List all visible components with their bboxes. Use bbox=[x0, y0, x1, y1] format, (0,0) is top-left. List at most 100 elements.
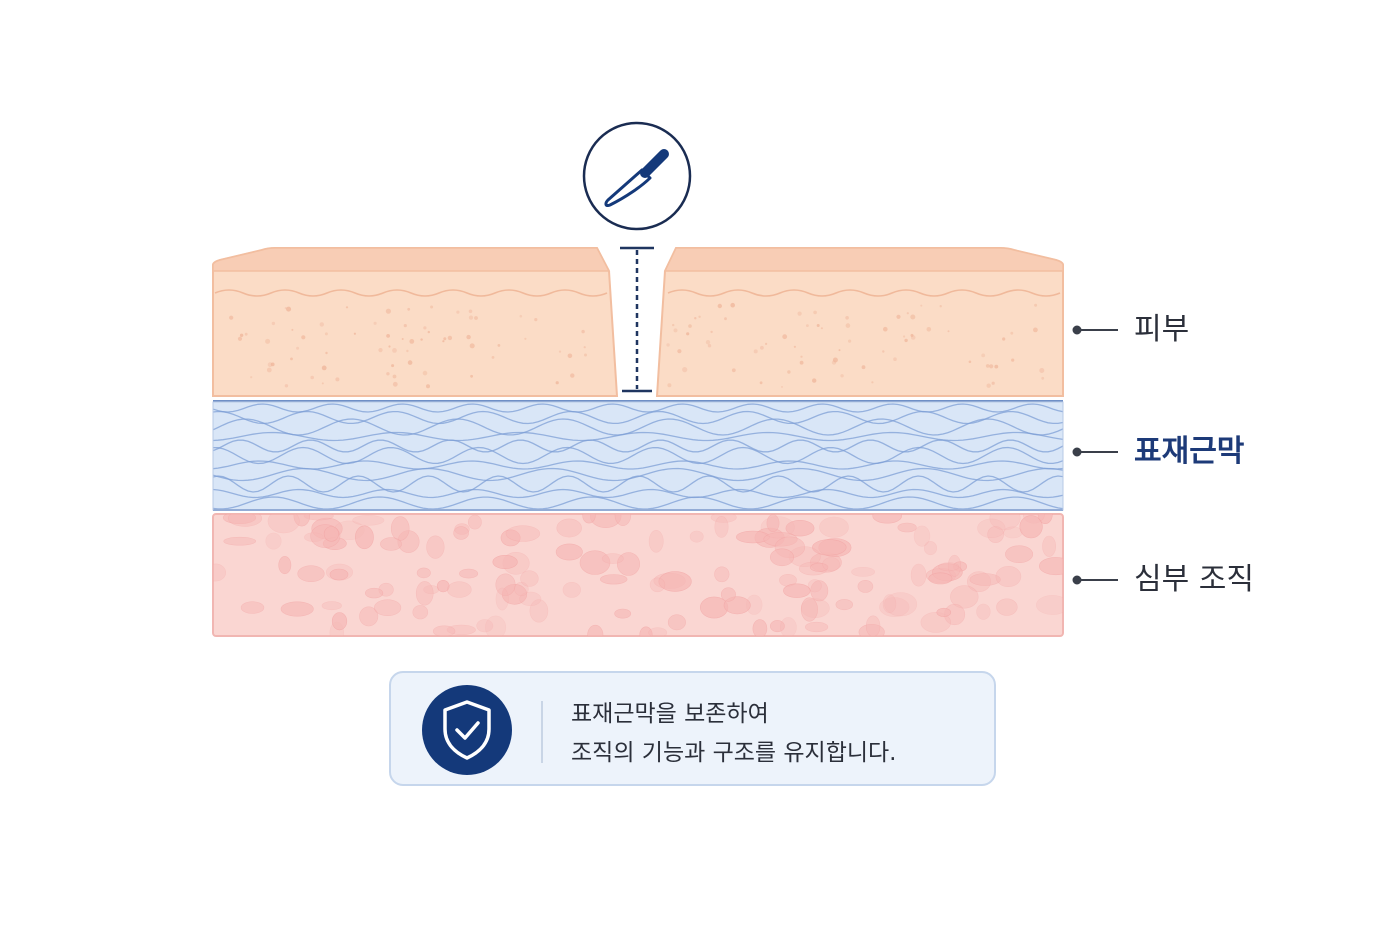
label-skin: 피부 bbox=[1134, 312, 1190, 347]
skin-speckle bbox=[813, 310, 817, 315]
tissue-cell bbox=[1042, 535, 1056, 557]
tissue-cell bbox=[213, 563, 226, 582]
tissue-cell bbox=[415, 581, 434, 606]
skin-speckle bbox=[385, 308, 391, 314]
tissue-cell bbox=[297, 565, 325, 583]
skin-speckle bbox=[470, 374, 473, 378]
skin-speckle bbox=[378, 348, 383, 353]
skin-speckle bbox=[765, 342, 768, 345]
skin-speckle bbox=[910, 333, 914, 337]
skin-speckle bbox=[524, 337, 527, 340]
tissue-cell bbox=[390, 516, 410, 541]
skin-speckle bbox=[906, 312, 909, 315]
skin-speckle bbox=[345, 306, 349, 309]
skin-speckle bbox=[456, 310, 460, 314]
skin-speckle bbox=[319, 322, 324, 327]
skin-speckle bbox=[392, 348, 397, 353]
tissue-cell bbox=[882, 594, 897, 614]
tissue-cell bbox=[495, 573, 516, 596]
skin-speckle bbox=[581, 329, 585, 334]
skin-speckle bbox=[882, 350, 885, 353]
tissue-cell bbox=[412, 605, 429, 620]
tissue-cell bbox=[380, 537, 402, 551]
tissue-cell bbox=[649, 577, 666, 593]
tissue-cell bbox=[714, 566, 730, 583]
info-line-2: 조직의 기능과 구조를 유지합니다. bbox=[571, 740, 897, 766]
skin-speckle bbox=[491, 356, 495, 359]
fascia-fiber bbox=[213, 496, 1063, 510]
tissue-cell bbox=[987, 526, 1004, 543]
skin-speckle bbox=[244, 332, 248, 336]
tissue-cell bbox=[505, 525, 541, 542]
tissue-cell bbox=[822, 557, 840, 572]
tissue-cell bbox=[872, 514, 902, 524]
tissue-cell bbox=[616, 552, 640, 576]
tissue-cell bbox=[865, 615, 881, 636]
tissue-cell bbox=[950, 585, 979, 609]
tissue-cell bbox=[804, 621, 829, 633]
skin-speckle bbox=[443, 337, 447, 341]
skin-speckle bbox=[335, 377, 340, 382]
tissue-cell bbox=[770, 620, 785, 633]
shield-check-icon bbox=[422, 685, 512, 775]
tissue-cell bbox=[936, 607, 952, 617]
skin-speckle bbox=[861, 365, 866, 370]
tissue-cell bbox=[1005, 545, 1034, 564]
skin-speckle bbox=[724, 317, 727, 321]
info-line-1: 표재근막을 보존하여 bbox=[571, 701, 769, 727]
skin-speckle bbox=[469, 343, 475, 349]
tissue-cell bbox=[977, 518, 1006, 538]
skin-speckle bbox=[820, 327, 823, 330]
tissue-cell bbox=[329, 568, 349, 581]
tissue-cell bbox=[995, 565, 1022, 587]
skin-speckle bbox=[1011, 358, 1015, 362]
skin-speckle bbox=[812, 378, 817, 383]
scalpel-icon bbox=[582, 121, 692, 231]
tissue-cell bbox=[920, 612, 951, 633]
tissue-cell bbox=[579, 550, 611, 575]
tissue-cell bbox=[710, 514, 737, 523]
skin-speckle bbox=[250, 376, 253, 379]
tissue-cell bbox=[280, 601, 314, 617]
skin-speckle bbox=[519, 314, 523, 318]
tissue-cell bbox=[928, 572, 953, 585]
tissue-cell bbox=[785, 519, 815, 537]
fascia-fiber bbox=[213, 460, 1063, 470]
tissue-cell bbox=[913, 525, 931, 547]
tissue-cell bbox=[352, 514, 385, 526]
skin-speckle bbox=[1033, 327, 1038, 333]
skin-speckle bbox=[423, 326, 427, 330]
skin-speckle bbox=[325, 351, 328, 355]
tissue-cell bbox=[879, 597, 910, 617]
tissue-cell bbox=[293, 514, 310, 527]
tissue-cell bbox=[857, 580, 874, 593]
tissue-cell bbox=[884, 592, 918, 617]
skin-speckle bbox=[985, 364, 990, 368]
tissue-cell bbox=[555, 543, 583, 561]
tissue-cell bbox=[780, 617, 797, 636]
tissue-cell bbox=[446, 624, 476, 636]
tissue-cell bbox=[1037, 514, 1053, 524]
tissue-cell bbox=[223, 536, 256, 546]
tissue-cell bbox=[416, 567, 431, 579]
skin-speckle bbox=[717, 303, 722, 309]
tissue-cell bbox=[354, 525, 374, 550]
tissue-cell bbox=[601, 553, 624, 564]
tissue-cell bbox=[812, 539, 847, 556]
skin-speckle bbox=[710, 330, 713, 334]
skin-speckle bbox=[806, 324, 809, 327]
tissue-cell bbox=[810, 580, 829, 602]
skin-speckle bbox=[707, 344, 712, 348]
skin-speckle bbox=[682, 367, 688, 373]
skin-speckle bbox=[903, 335, 906, 338]
tissue-cell bbox=[835, 599, 853, 611]
skin-speckle bbox=[1034, 303, 1038, 307]
tissue-cell bbox=[423, 585, 440, 595]
skin-speckle bbox=[284, 307, 287, 310]
skin-speckle bbox=[991, 381, 995, 385]
skin-speckle bbox=[705, 340, 711, 345]
tissue-cell bbox=[426, 535, 445, 559]
skin-speckle bbox=[466, 334, 471, 340]
skin-speckle bbox=[321, 382, 324, 385]
skin-speckle bbox=[468, 315, 474, 320]
